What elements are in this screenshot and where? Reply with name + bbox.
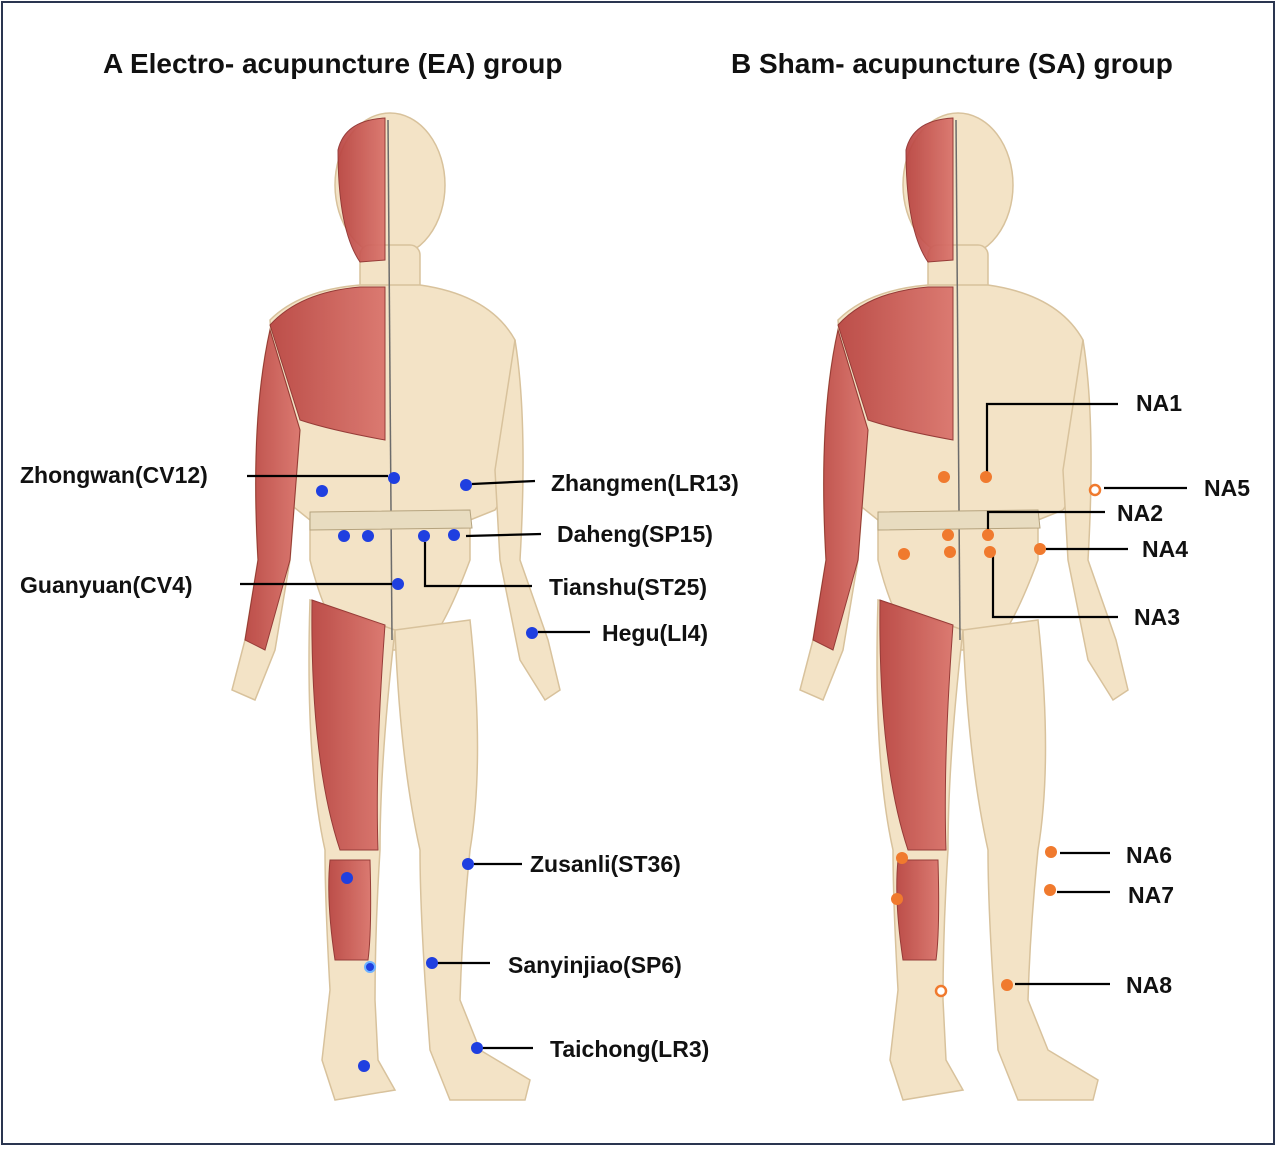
point-st25-right (418, 530, 430, 542)
point-na1-right (980, 471, 992, 483)
label-na3: NA3 (1134, 604, 1181, 630)
label-daheng-sp15: Daheng(SP15) (557, 521, 713, 547)
point-na2-left (942, 529, 954, 541)
label-sanyinjiao-sp6: Sanyinjiao(SP6) (508, 952, 682, 978)
point-li4 (526, 627, 538, 639)
label-na5: NA5 (1204, 475, 1251, 501)
label-na2: NA2 (1117, 500, 1164, 526)
point-cv4 (392, 578, 404, 590)
point-na7-left (891, 893, 903, 905)
points-b (891, 471, 1057, 991)
panel-b-title: B Sham- acupuncture (SA) group (731, 48, 1173, 79)
point-na8-left (934, 984, 948, 998)
point-lr13-right (460, 479, 472, 491)
label-na4: NA4 (1142, 536, 1189, 562)
point-sp15-left (338, 530, 350, 542)
point-na1-left (938, 471, 950, 483)
point-na6-left (896, 852, 908, 864)
label-guanyuan-cv4: Guanyuan(CV4) (20, 572, 193, 598)
point-na7-right (1044, 884, 1056, 896)
body-model-a (231, 112, 561, 1101)
point-lr3-left (358, 1060, 370, 1072)
point-na4-left (898, 548, 910, 560)
panel-a-title: A Electro- acupuncture (EA) group (103, 48, 563, 79)
point-na8-right (1001, 979, 1013, 991)
point-lr13-left (316, 485, 328, 497)
point-na4-right (1034, 543, 1046, 555)
point-sp6-left (364, 961, 376, 973)
label-tianshu-st25: Tianshu(ST25) (549, 574, 708, 600)
label-na8: NA8 (1126, 972, 1173, 998)
point-st25-left (362, 530, 374, 542)
label-na7: NA7 (1128, 882, 1175, 908)
point-na2-right (982, 529, 994, 541)
label-taichong-lr3: Taichong(LR3) (550, 1036, 710, 1062)
points-b-hollow (934, 483, 1102, 998)
point-lr3-right (471, 1042, 483, 1054)
body-model-b (799, 112, 1129, 1101)
leader-lines-a (240, 474, 590, 1050)
point-na3-left (944, 546, 956, 558)
label-zhongwan-cv12: Zhongwan(CV12) (20, 462, 208, 488)
point-sp15-right (448, 529, 460, 541)
point-na5-right (1088, 483, 1102, 497)
points-a (316, 472, 538, 1072)
point-na6-right (1045, 846, 1057, 858)
point-cv12 (388, 472, 400, 484)
label-hegu-li4: Hegu(LI4) (602, 620, 709, 646)
point-sp6-right (426, 957, 438, 969)
label-na1: NA1 (1136, 390, 1183, 416)
point-st36-left (341, 872, 353, 884)
label-zhangmen-lr13: Zhangmen(LR13) (551, 470, 739, 496)
point-na3-right (984, 546, 996, 558)
leader-lines-b (985, 402, 1187, 986)
point-st36-right (462, 858, 474, 870)
label-na6: NA6 (1126, 842, 1173, 868)
label-zusanli-st36: Zusanli(ST36) (530, 851, 681, 877)
